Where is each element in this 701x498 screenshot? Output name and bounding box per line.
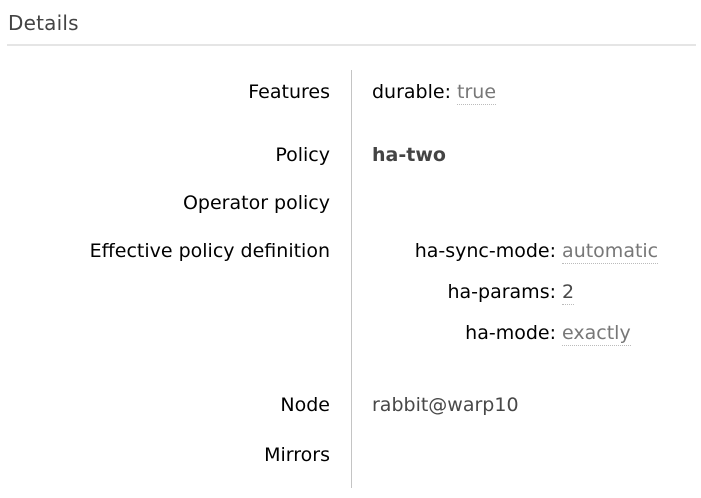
- fact-label-operator-policy: Operator policy: [182, 192, 330, 214]
- feature-value: true: [457, 81, 497, 105]
- fact-label-mirrors: Mirrors: [264, 444, 330, 466]
- fact-row-effective-policy-definition: Effective policy definition ha-sync-mode…: [0, 238, 701, 354]
- fact-row-node: Node rabbit@warp10: [0, 392, 701, 418]
- fact-value-policy: ha-two: [372, 142, 446, 168]
- feature-key: durable:: [372, 81, 451, 103]
- fact-label-effective-policy-definition: Effective policy definition: [89, 240, 330, 262]
- policy-definition-value: 2: [562, 281, 575, 305]
- policy-definition-key: ha-sync-mode:: [414, 240, 556, 262]
- policy-name: ha-two: [372, 144, 446, 166]
- policy-definition-value: exactly: [562, 322, 631, 346]
- policy-definition-value: automatic: [562, 240, 659, 264]
- policy-definition-row: ha-sync-mode: automatic: [372, 231, 659, 272]
- node-name: rabbit@warp10: [372, 394, 519, 416]
- policy-definition-key: ha-params:: [447, 281, 556, 303]
- fact-label-features: Features: [248, 81, 330, 103]
- fact-row-mirrors: Mirrors: [0, 442, 701, 468]
- section-title: Details: [8, 11, 79, 35]
- policy-definition-row: ha-params: 2: [372, 272, 658, 313]
- fact-row-operator-policy: Operator policy: [0, 190, 701, 216]
- policy-definition-row: ha-mode: exactly: [372, 313, 658, 354]
- section-underline: [7, 44, 696, 46]
- fact-row-features: Features durable: true: [0, 79, 701, 105]
- fact-value-features: durable: true: [372, 79, 497, 105]
- fact-label-policy: Policy: [275, 144, 330, 166]
- policy-definition-key: ha-mode:: [465, 322, 556, 344]
- fact-row-policy: Policy ha-two: [0, 142, 701, 168]
- facts-column-divider: [351, 70, 352, 488]
- fact-label-node: Node: [280, 394, 330, 416]
- fact-value-node: rabbit@warp10: [372, 392, 519, 418]
- fact-value-effective-policy-definition: ha-sync-mode: automatic ha-params: 2 ha-…: [372, 231, 659, 354]
